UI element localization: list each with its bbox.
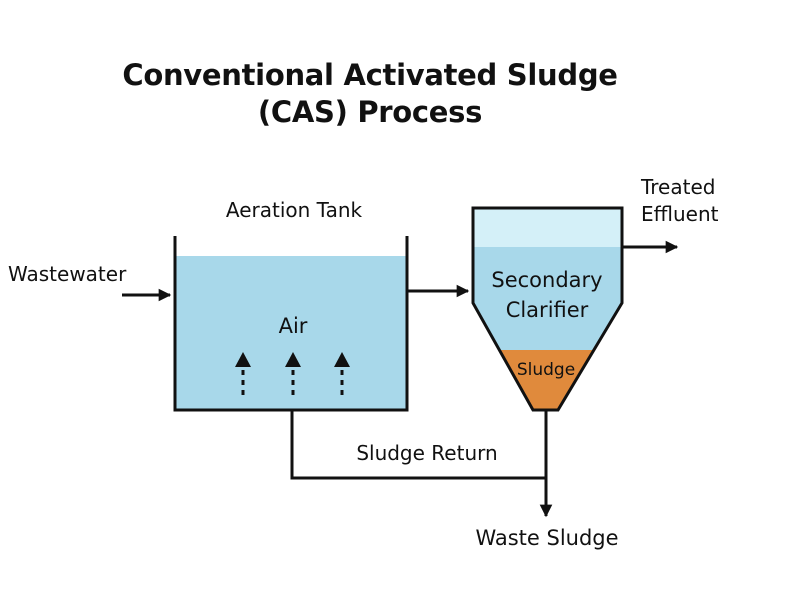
clarifier-clear-layer xyxy=(473,208,622,247)
air-arrow-icon xyxy=(285,352,301,395)
treated-effluent-label-line-1: Treated xyxy=(640,175,715,199)
wastewater-label: Wastewater xyxy=(8,262,127,286)
diagram-title-line-2: (CAS) Process xyxy=(257,95,483,129)
waste-sludge-label: Waste Sludge xyxy=(475,526,618,550)
sludge-label: Sludge xyxy=(517,360,575,380)
aeration-tank-water xyxy=(175,256,407,410)
air-arrow-icon xyxy=(235,352,251,395)
air-arrows xyxy=(235,352,350,395)
aeration-tank-walls xyxy=(173,236,409,412)
secondary-clarifier-label-line-1: Secondary xyxy=(491,268,602,292)
air-arrow-icon xyxy=(334,352,350,395)
sludge-return-line xyxy=(290,411,546,480)
diagram-title-line-1: Conventional Activated Sludge xyxy=(122,58,618,92)
clarifier-outline xyxy=(471,206,624,412)
sludge-return-label: Sludge Return xyxy=(356,441,497,465)
treated-effluent-label-line-2: Effluent xyxy=(641,202,719,226)
aeration-tank-label: Aeration Tank xyxy=(226,198,363,222)
secondary-clarifier-label-line-2: Clarifier xyxy=(506,298,589,322)
air-label: Air xyxy=(279,314,308,338)
aeration-tank xyxy=(173,236,409,412)
